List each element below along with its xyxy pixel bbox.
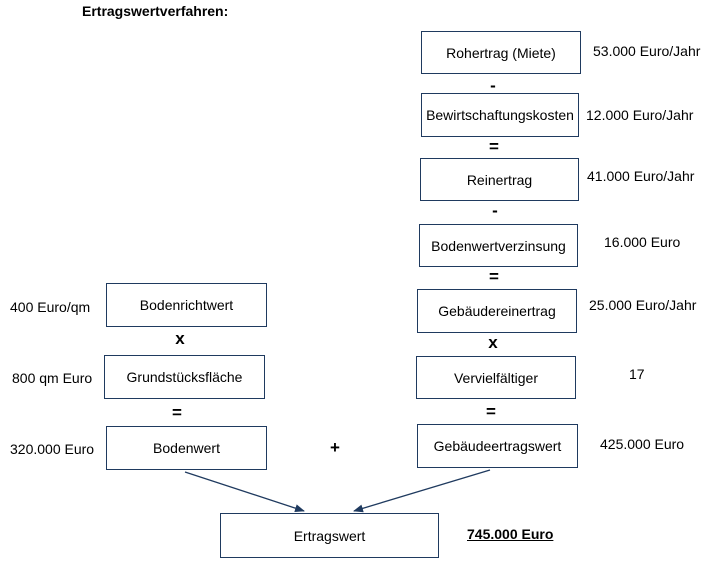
operator-minus: - (490, 76, 496, 95)
box-bodenwertverzinsung: Bodenwertverzinsung (419, 224, 578, 267)
box-grundstuecksflaeche: Grundstücksfläche (104, 355, 265, 399)
box-bodenwert: Bodenwert (106, 426, 267, 470)
diagram-title: Ertragswertverfahren: (82, 3, 229, 19)
box-reinertrag: Reinertrag (420, 158, 579, 201)
value-bewirtschaftungskosten: 12.000 Euro/Jahr (586, 107, 694, 123)
value-vervielfaeltiger: 17 (629, 366, 645, 382)
box-bodenrichtwert: Bodenrichtwert (106, 283, 267, 327)
operator-equals: = (489, 137, 499, 156)
operator-equals: = (489, 267, 499, 286)
operator-times: x (175, 329, 185, 348)
value-gebaeudereinertrag: 25.000 Euro/Jahr (589, 297, 697, 313)
arrow-gebaeudeertragswert-to-ertragswert (353, 469, 491, 513)
operator-times: x (488, 333, 498, 352)
box-gebaeudeertragswert: Gebäudeertragswert (417, 424, 578, 468)
value-ertragswert: 745.000 Euro (467, 526, 554, 542)
value-bodenwertverzinsung: 16.000 Euro (604, 234, 681, 250)
operator-equals: = (172, 403, 182, 422)
operator-plus: + (330, 438, 340, 457)
operator-equals: = (486, 402, 496, 421)
box-gebaeudereinertrag: Gebäudereinertrag (417, 289, 577, 333)
box-ertragswert: Ertragswert (220, 513, 439, 558)
value-rohertrag: 53.000 Euro/Jahr (593, 43, 701, 59)
value-gebaeudeertragswert: 425.000 Euro (600, 436, 685, 452)
value-bodenrichtwert: 400 Euro/qm (10, 299, 91, 315)
value-grundstuecksflaeche: 800 qm Euro (12, 370, 93, 386)
arrow-bodenwert-to-ertragswert (184, 471, 305, 512)
box-bewirtschaftungskosten: Bewirtschaftungskosten (421, 93, 579, 137)
operator-minus: - (492, 201, 498, 220)
box-vervielfaeltiger: Vervielfältiger (416, 356, 576, 399)
value-reinertrag: 41.000 Euro/Jahr (587, 168, 695, 184)
value-bodenwert: 320.000 Euro (10, 441, 95, 457)
box-rohertrag: Rohertrag (Miete) (421, 31, 581, 74)
